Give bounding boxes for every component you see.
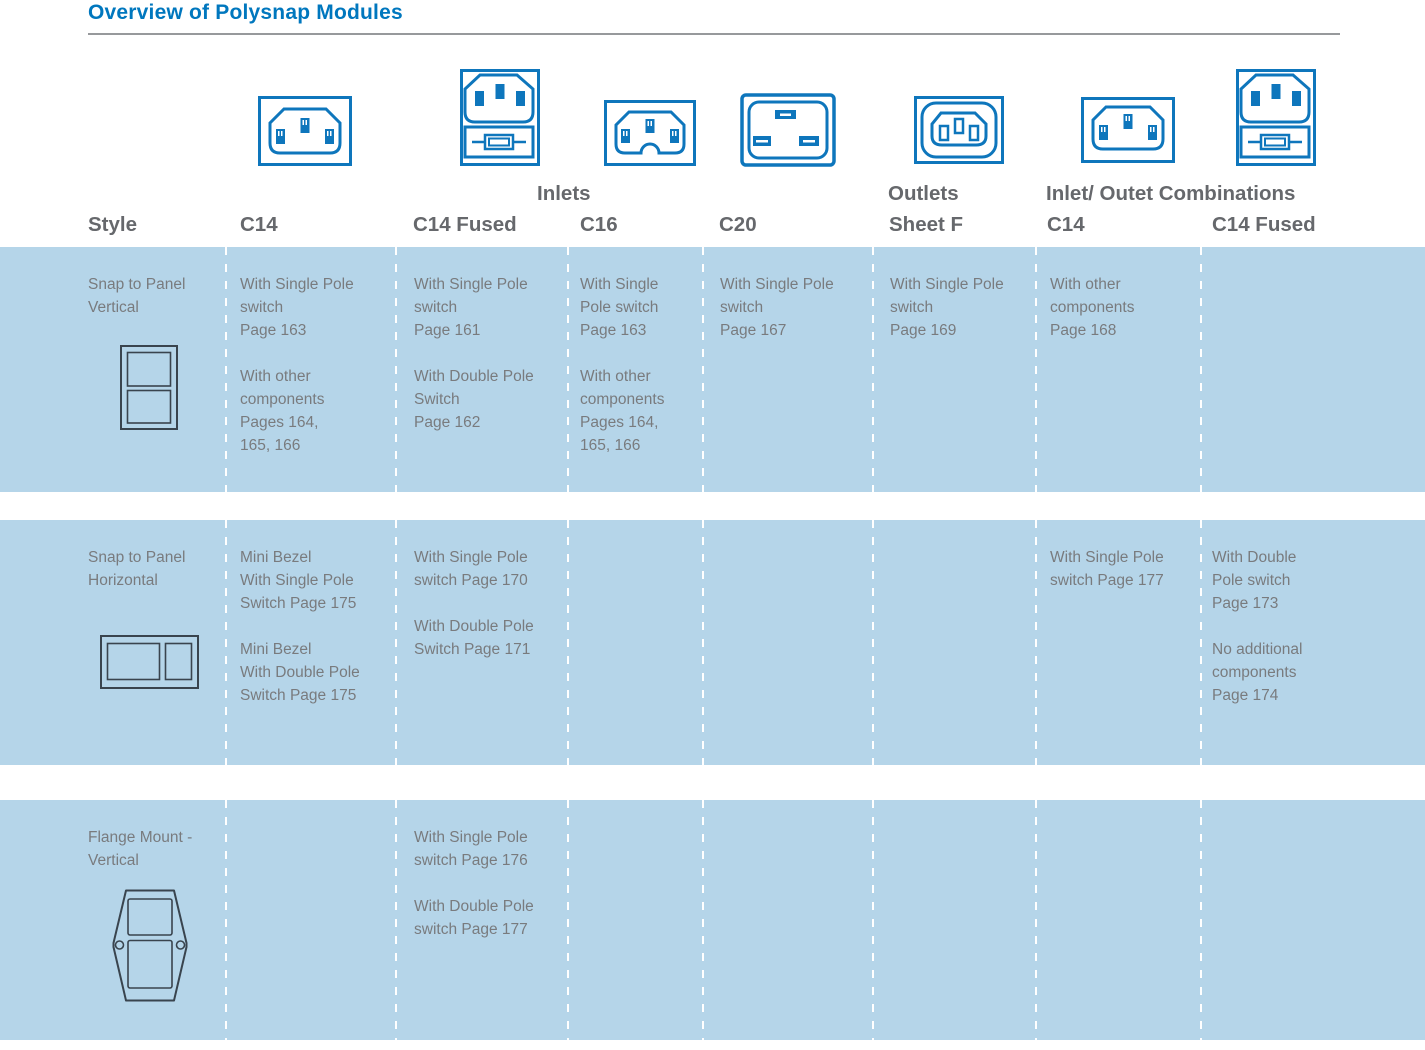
flange-mount-vertical-icon [112,888,188,1003]
cell-text: With other components Pages 164, 165, 16… [240,368,325,454]
column-header-c14-fused: C14 Fused [413,213,517,236]
cell-c14-fused: With Single Pole switch Page 176 With Do… [414,826,564,964]
cell-c16: With Single Pole switch Page 163 With ot… [580,273,700,480]
cell-c20: With Single Pole switch Page 167 [720,273,870,365]
column-separator [1200,247,1202,492]
cell-text: With other components Page 168 [1050,276,1135,339]
column-separator [872,800,874,1040]
style-label: Snap to Panel Vertical [88,276,186,316]
cell-text: No additional components Page 174 [1212,641,1303,704]
column-separator [702,520,704,765]
column-header-c14: C14 [240,213,278,236]
cell-text: With Single Pole switch Page 170 [414,549,528,589]
column-separator [567,247,569,492]
column-separator [1035,520,1037,765]
cell-text: With Double Pole switch Page 177 [414,898,534,938]
table-row-snap-vertical: Snap to Panel Vertical With Single Pole … [0,247,1425,492]
column-separator [225,520,227,765]
column-header-combo-c14: C14 [1047,213,1085,236]
column-header-c16: C16 [580,213,618,236]
cell-text: With Single Pole switch Page 163 [240,276,354,339]
table-row-snap-horizontal: Snap to Panel Horizontal Mini Bezel With… [0,520,1425,765]
column-separator [395,800,397,1040]
c14-inlet-icon [258,96,352,166]
cell-combo-c14: With other components Page 168 [1050,273,1195,365]
page-title: Overview of Polysnap Modules [88,1,403,24]
cell-combo-c14: With Single Pole switch Page 177 [1050,546,1195,615]
group-label-outlets: Outlets [888,182,959,205]
column-separator [1200,800,1202,1040]
cell-sheet-f: With Single Pole switch Page 169 [890,273,1035,365]
title-rule [88,33,1340,35]
cell-text: Mini Bezel With Double Pole Switch Page … [240,641,360,704]
column-separator [1200,520,1202,765]
style-label: Flange Mount - Vertical [88,829,193,869]
cell-c14-fused: With Single Pole switch Page 170 With Do… [414,546,564,684]
column-separator [702,247,704,492]
style-cell: Snap to Panel Vertical [88,273,228,342]
snap-to-panel-horizontal-icon [100,635,199,689]
column-separator [395,247,397,492]
combo-c14-fused-icon [1236,69,1316,166]
c16-inlet-icon [604,100,696,166]
cell-c14: With Single Pole switch Page 163 With ot… [240,273,390,480]
group-label-combinations: Inlet/ Outet Combinations [1046,182,1296,205]
cell-c14: Mini Bezel With Single Pole Switch Page … [240,546,390,730]
cell-text: With Double Pole Switch Page 162 [414,368,534,431]
sheet-f-outlet-icon [914,96,1004,164]
column-header-c20: C20 [719,213,757,236]
c14-fused-inlet-icon [460,69,540,166]
cell-text: With Single Pole switch Page 176 [414,829,528,869]
group-label-inlets: Inlets [537,182,591,205]
cell-c14-fused: With Single Pole switch Page 161 With Do… [414,273,564,457]
cell-text: With Double Pole Switch Page 171 [414,618,534,658]
style-label: Snap to Panel Horizontal [88,549,186,589]
combo-c14-icon [1081,97,1175,163]
column-separator [702,800,704,1040]
cell-text: With Single Pole switch Page 163 [580,276,659,339]
column-separator [225,247,227,492]
column-separator [872,247,874,492]
cell-text: With Single Pole switch Page 177 [1050,549,1164,589]
column-header-style: Style [88,213,137,236]
column-separator [1035,800,1037,1040]
style-cell: Flange Mount - Vertical [88,826,238,895]
cell-text: With Single Pole switch Page 169 [890,276,1004,339]
cell-combo-c14-fused: With Double Pole switch Page 173 No addi… [1212,546,1342,730]
snap-to-panel-vertical-icon [120,345,178,430]
column-header-combo-c14-fused: C14 Fused [1212,213,1316,236]
cell-text: Mini Bezel With Single Pole Switch Page … [240,549,357,612]
column-separator [395,520,397,765]
cell-text: With Single Pole switch Page 167 [720,276,834,339]
cell-text: With Double Pole switch Page 173 [1212,549,1297,612]
column-separator [567,800,569,1040]
column-separator [1035,247,1037,492]
column-separator [872,520,874,765]
style-cell: Snap to Panel Horizontal [88,546,238,615]
table-row-flange-vertical: Flange Mount - Vertical With Single Pole… [0,800,1425,1040]
column-separator [225,800,227,1040]
cell-text: With Single Pole switch Page 161 [414,276,528,339]
cell-text: With other components Pages 164, 165, 16… [580,368,665,454]
c20-inlet-icon [740,93,836,167]
column-header-sheet-f: Sheet F [889,213,964,236]
column-separator [567,520,569,765]
